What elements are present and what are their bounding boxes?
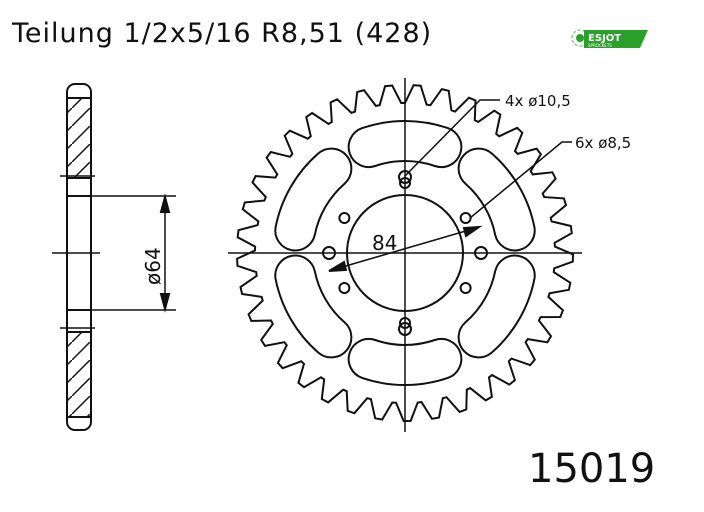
lightening-slot: [457, 147, 536, 252]
svg-text:ESJOT: ESJOT: [588, 33, 621, 44]
lightening-slot: [274, 147, 353, 252]
side-view: [52, 83, 176, 431]
lightening-slot: [457, 254, 536, 359]
bolt-hole-small: [338, 212, 351, 224]
bolt-hole-large: [322, 246, 336, 260]
lightening-slot: [347, 119, 463, 169]
bolt-hole-small: [459, 212, 472, 224]
bolt-hole-large: [474, 246, 488, 260]
bolt-circle-label: 84: [372, 231, 397, 255]
part-number: 15019: [528, 446, 656, 492]
bolt-hole-small: [338, 282, 351, 294]
small-holes-label: 6x ø8,5: [575, 134, 631, 152]
lightening-slot: [347, 337, 463, 387]
leader-small-holes: [469, 141, 572, 219]
bolt-hole-small: [399, 177, 411, 189]
hub-diameter-label: ø64: [141, 247, 165, 285]
svg-text:SPROCKETS: SPROCKETS: [588, 43, 612, 48]
sprocket-outline: [236, 84, 575, 423]
bolt-hole-large: [398, 322, 412, 336]
bolt-hole-small: [399, 317, 411, 329]
front-view: [228, 78, 582, 432]
leader-large-holes: [404, 99, 500, 177]
bolt-circle-dimension-line: [331, 227, 477, 271]
lightening-slot: [274, 254, 353, 359]
hub-circle: [346, 194, 464, 312]
bolt-hole-small: [459, 282, 472, 294]
arrowhead: [462, 225, 483, 238]
large-holes-label: 4x ø10,5: [505, 92, 571, 110]
drawing-title: Teilung 1/2x5/16 R8,51 (428): [12, 18, 433, 49]
arrowhead: [328, 260, 348, 272]
bolt-hole-large: [398, 170, 412, 184]
esjot-logo: ESJOT SPROCKETS: [571, 29, 648, 48]
